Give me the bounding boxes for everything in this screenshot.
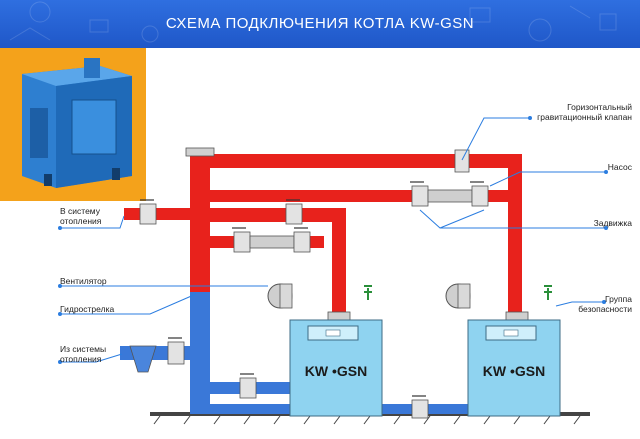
- hydro-arrow-cap: [185, 147, 215, 157]
- boiler-photo: [0, 48, 146, 201]
- gate-valve-icon: [471, 185, 489, 207]
- gravity-valve-icon: [454, 149, 470, 173]
- pump-icon: [249, 235, 295, 249]
- filter-icon: [129, 345, 157, 373]
- label-pump: Насос: [607, 162, 632, 172]
- label-to-heating: В систему отопления: [60, 206, 102, 226]
- valve-fittings: [129, 149, 489, 419]
- label-safety-group: Группа безопасности: [578, 294, 632, 314]
- gate-valve-icon: [293, 231, 311, 253]
- callout-lines: [60, 117, 606, 363]
- valve-handles: [140, 181, 484, 397]
- gate-valve-icon: [285, 203, 303, 225]
- gate-valve-icon: [411, 399, 429, 419]
- gate-valve-icon: [411, 185, 429, 207]
- label-gate-valve: Задвижка: [593, 218, 632, 228]
- boiler-photo-illustration: [22, 58, 132, 188]
- callout-dots: [58, 116, 608, 364]
- boiler-2: [445, 283, 561, 417]
- header-banner: СХЕМА ПОДКЛЮЧЕНИЯ КОТЛА KW-GSN: [0, 0, 640, 48]
- gate-valve-icon: [139, 203, 157, 225]
- label-gravity-valve: Горизонтальный гравитационный клапан: [537, 102, 632, 122]
- header-pattern: [9, 1, 617, 43]
- page-title: СХЕМА ПОДКЛЮЧЕНИЯ КОТЛА KW-GSN: [165, 15, 475, 32]
- label-hydro-arrow: Гидрострелка: [60, 304, 115, 314]
- floor-hatch: [153, 415, 581, 425]
- label-from-heating: Из системы отопления: [60, 344, 107, 364]
- boiler-1: [267, 283, 383, 417]
- gate-valve-icon: [239, 377, 257, 399]
- gate-valve-icon: [167, 341, 185, 365]
- pump-icon: [427, 189, 473, 203]
- label-fan: Вентилятор: [60, 276, 107, 286]
- gate-valve-icon: [233, 231, 251, 253]
- boiler-1-label: KW •GSN: [305, 363, 367, 379]
- supply-pipes: [124, 154, 522, 322]
- boiler-2-label: KW •GSN: [483, 363, 545, 379]
